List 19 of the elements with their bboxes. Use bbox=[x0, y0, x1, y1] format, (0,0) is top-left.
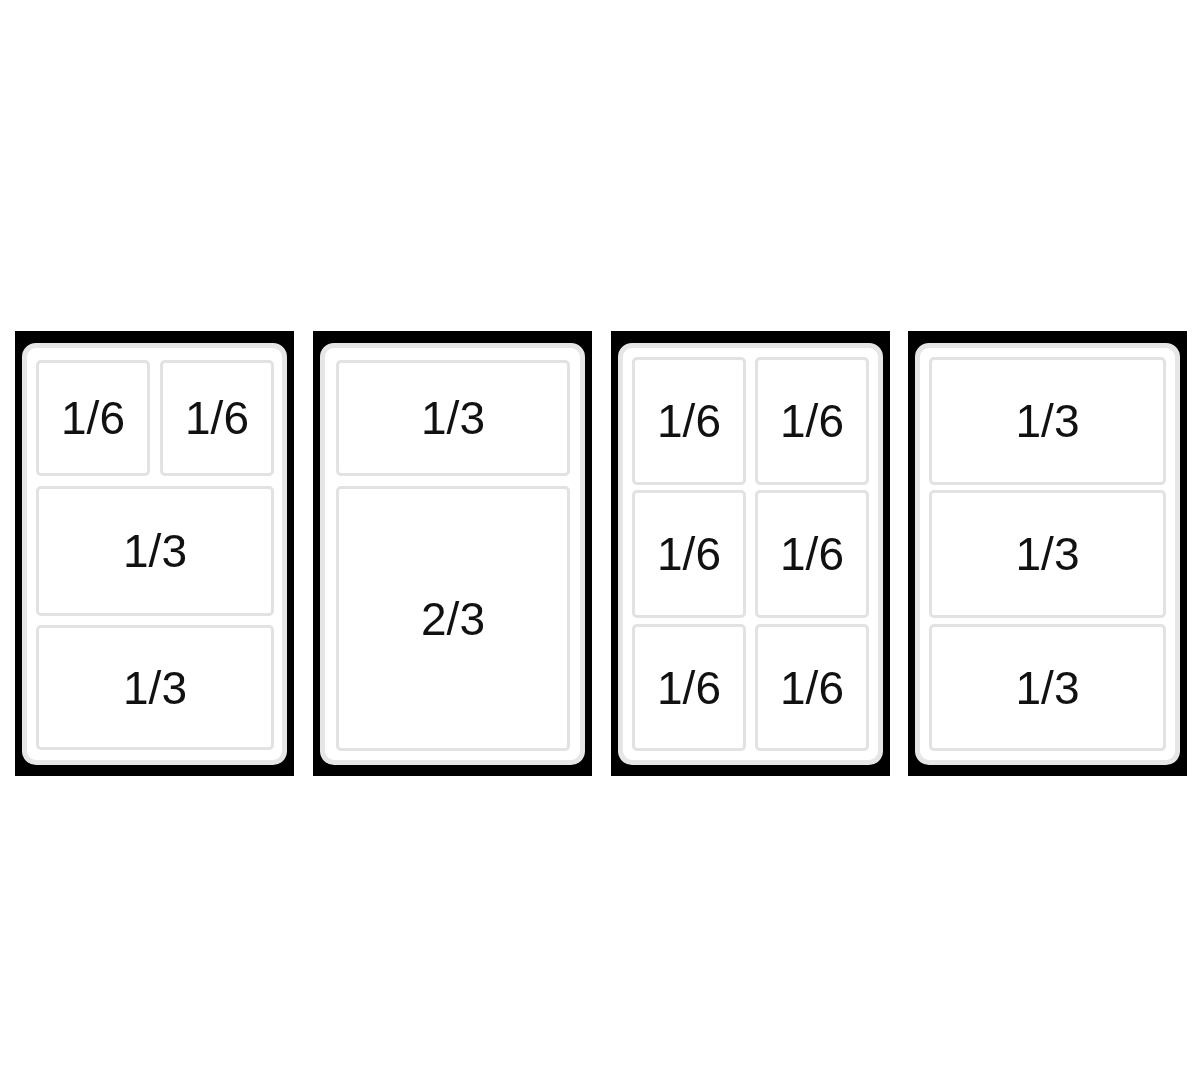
pan-compartment: 1/3 bbox=[929, 357, 1166, 485]
pan-compartment: 2/3 bbox=[336, 486, 570, 751]
pan-frame bbox=[611, 331, 890, 776]
pan-compartment: 1/6 bbox=[755, 357, 869, 485]
pan-compartment: 1/3 bbox=[36, 625, 274, 750]
pan-compartment: 1/6 bbox=[160, 360, 274, 476]
pan-compartment: 1/3 bbox=[929, 624, 1166, 751]
pan-compartment: 1/3 bbox=[36, 486, 274, 616]
pan-frame bbox=[313, 331, 592, 776]
pan-compartment: 1/6 bbox=[755, 624, 869, 751]
pan-frame bbox=[908, 331, 1187, 776]
pan-compartment: 1/6 bbox=[755, 490, 869, 618]
pan-compartment: 1/3 bbox=[336, 360, 570, 476]
pan-compartment: 1/6 bbox=[36, 360, 150, 476]
pan-compartment: 1/6 bbox=[632, 490, 746, 618]
pan-compartment: 1/6 bbox=[632, 624, 746, 751]
pan-frame bbox=[15, 331, 294, 776]
pan-compartment: 1/3 bbox=[929, 490, 1166, 618]
pan-compartment: 1/6 bbox=[632, 357, 746, 485]
